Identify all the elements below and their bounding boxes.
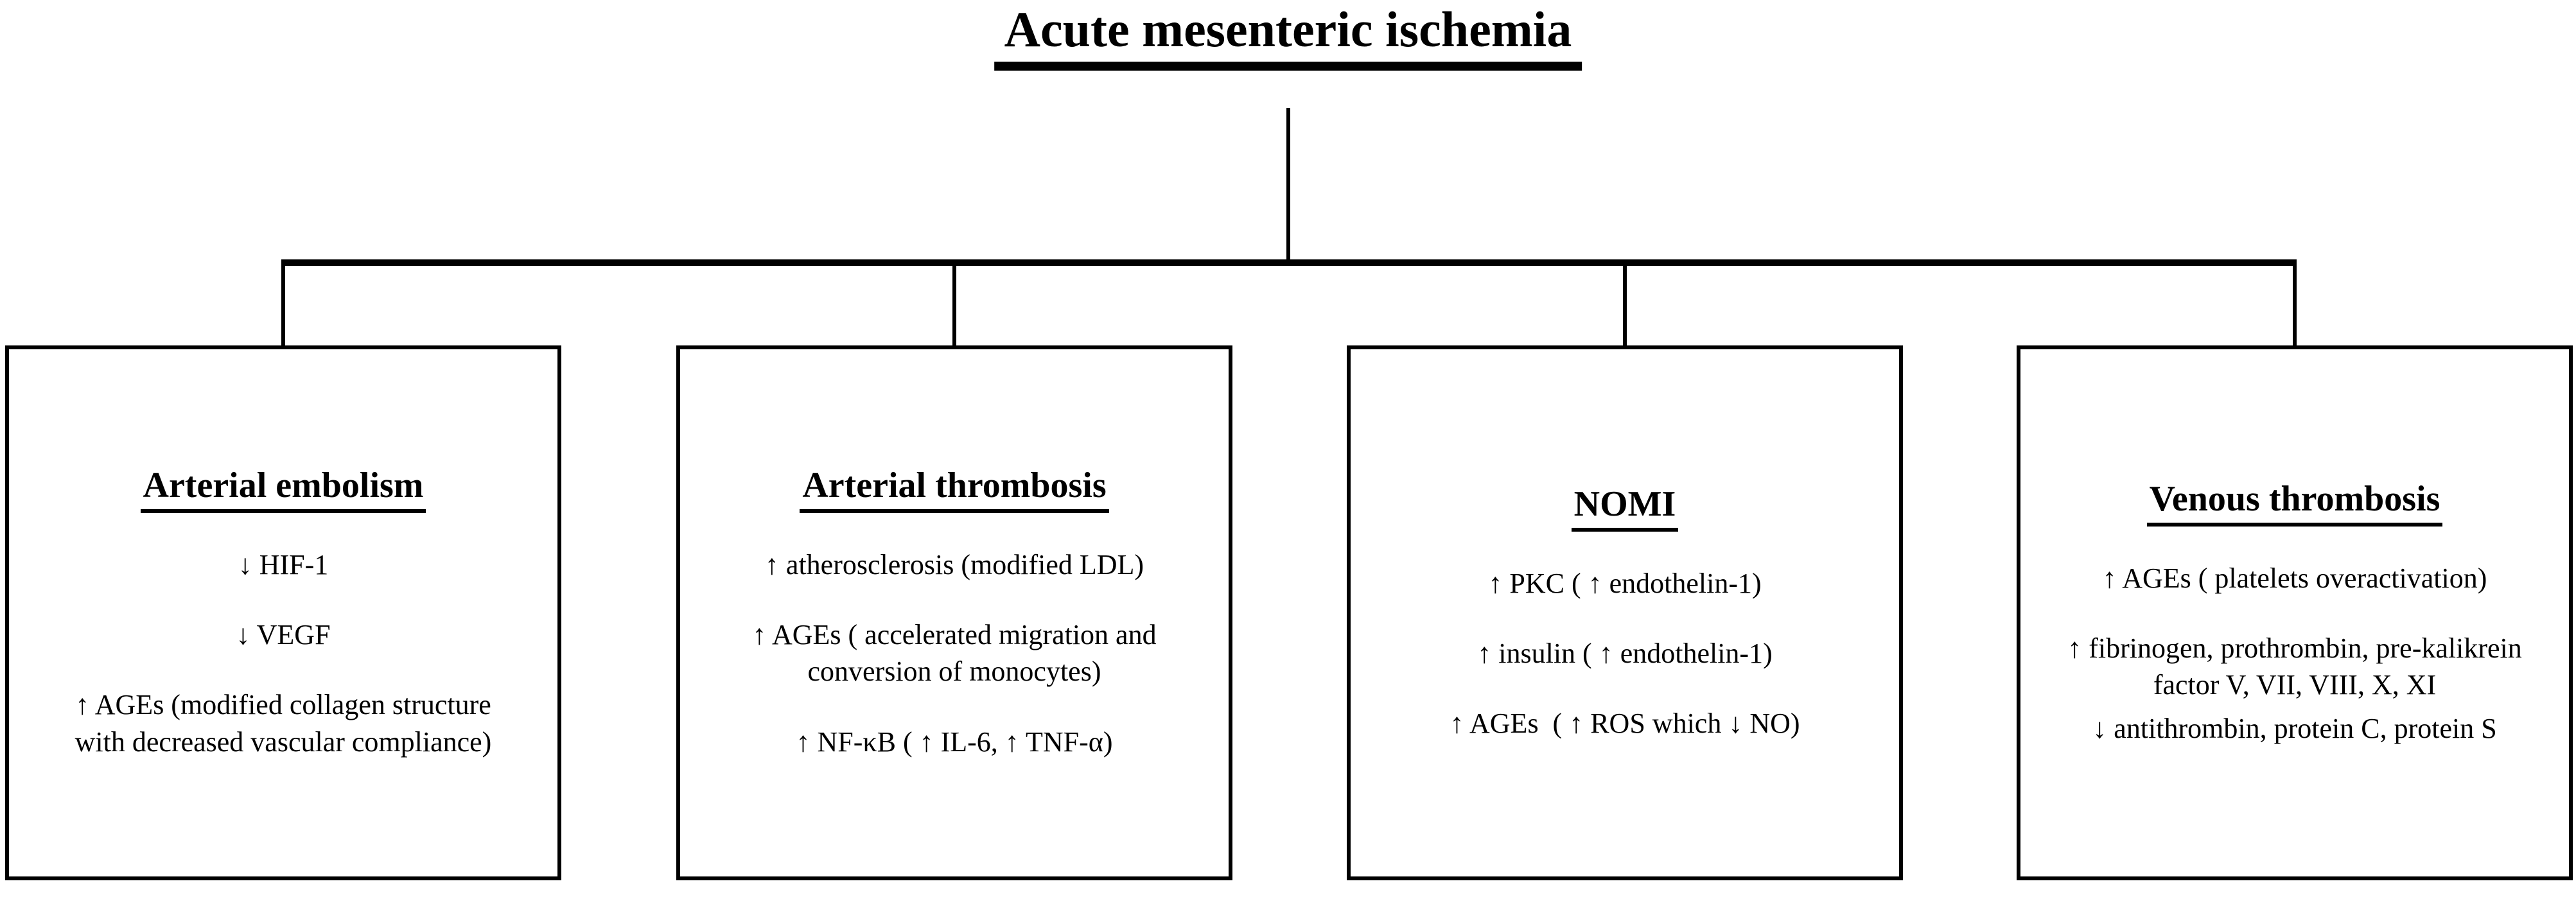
box-heading: NOMI <box>1571 484 1679 532</box>
box-item: ↑ insulin ( ↑ endothelin-1) <box>1477 635 1773 672</box>
box-item-line: ↑ AGEs ( accelerated migration and <box>752 619 1157 651</box>
box-item-line: ↑ AGEs ( platelets overactivation) <box>2102 562 2487 594</box>
box-item: ↑ fibrinogen, prothrombin, pre-kalikrein… <box>2067 630 2521 703</box>
branch-horizontal-bar <box>281 259 2297 266</box>
box-nomi: NOMI ↑ PKC ( ↑ endothelin-1) ↑ insulin (… <box>1347 345 1903 880</box>
box-item-line: factor V, VII, VIII, X, XI <box>2153 669 2437 701</box>
box-item-line: ↑ AGEs ( ↑ ROS which ↓ NO) <box>1450 707 1800 739</box>
box-item: ↑ atherosclerosis (modified LDL) <box>765 546 1144 583</box>
box-item-line: ↓ VEGF <box>236 619 331 651</box>
box-item: ↑ PKC ( ↑ endothelin-1) <box>1488 565 1761 602</box>
branch-drop-arterial-embolism <box>281 262 285 346</box>
box-item: ↑ AGEs (modified collagen structure with… <box>75 686 492 760</box>
box-item: ↑ AGEs ( ↑ ROS which ↓ NO) <box>1450 705 1800 742</box>
box-item-line: ↓ antithrombin, protein C, protein S <box>2092 712 2497 744</box>
root-connector-stem <box>1286 108 1290 264</box>
box-item: ↓ HIF-1 <box>238 546 329 583</box>
box-arterial-thrombosis: Arterial thrombosis ↑ atherosclerosis (m… <box>676 345 1232 880</box>
box-item-line: ↑ AGEs (modified collagen structure <box>75 689 491 721</box>
box-arterial-embolism: Arterial embolism ↓ HIF-1 ↓ VEGF ↑ AGEs … <box>5 345 561 880</box>
box-item: ↑ NF-κB ( ↑ IL-6, ↑ TNF-α) <box>796 724 1113 760</box>
branch-drop-nomi <box>1623 262 1627 346</box>
box-heading: Venous thrombosis <box>2146 479 2443 527</box>
box-item-line: ↑ NF-κB ( ↑ IL-6, ↑ TNF-α) <box>796 726 1113 758</box>
box-item: ↓ VEGF <box>236 616 330 653</box>
branch-drop-venous-thrombosis <box>2293 262 2297 346</box>
diagram-title: Acute mesenteric ischemia <box>994 2 1582 71</box>
box-item: ↑ AGEs ( accelerated migration and conve… <box>752 616 1156 690</box>
box-heading: Arterial thrombosis <box>800 466 1109 513</box>
box-item: ↓ antithrombin, protein C, protein S <box>2092 710 2496 747</box>
box-item-line: ↑ insulin ( ↑ endothelin-1) <box>1477 637 1773 669</box>
box-item-line: ↑ fibrinogen, prothrombin, pre-kalikrein <box>2067 632 2522 665</box>
box-item-line: ↑ atherosclerosis (modified LDL) <box>764 548 1144 580</box>
branch-drop-arterial-thrombosis <box>952 262 956 346</box>
box-item-line: with decreased vascular compliance) <box>74 726 492 758</box>
box-item-line: ↑ PKC ( ↑ endothelin-1) <box>1488 567 1762 599</box>
box-item-line: conversion of monocytes) <box>807 656 1101 688</box>
box-venous-thrombosis: Venous thrombosis ↑ AGEs ( platelets ove… <box>2017 345 2573 880</box>
box-item-line: ↓ HIF-1 <box>238 548 329 580</box>
box-heading: Arterial embolism <box>140 466 426 513</box>
box-item: ↑ AGEs ( platelets overactivation) <box>2103 560 2487 597</box>
